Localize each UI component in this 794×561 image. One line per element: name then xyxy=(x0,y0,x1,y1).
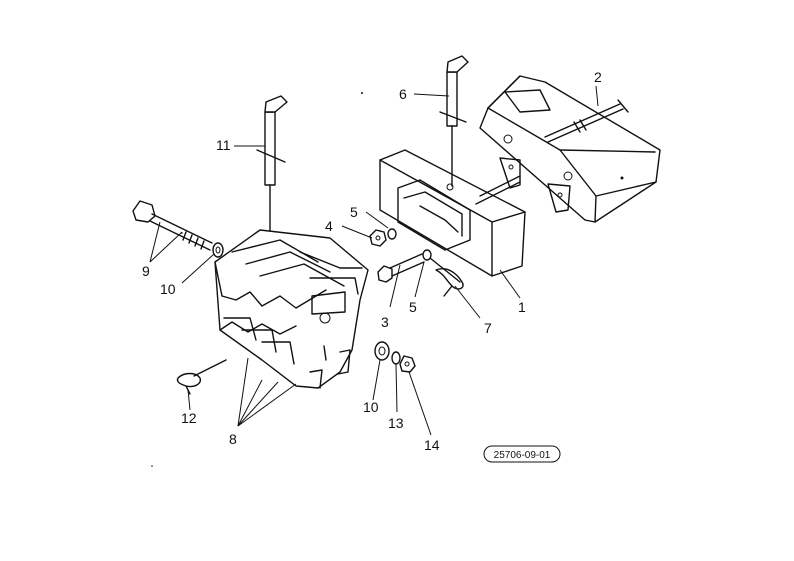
bolt-3 xyxy=(377,253,425,283)
callout-6: 6 xyxy=(399,86,407,102)
washer-13 xyxy=(391,351,401,365)
diagram-code-stamp: 25706-09-01 xyxy=(483,445,561,463)
callout-8: 8 xyxy=(229,431,237,447)
callout-11: 11 xyxy=(216,137,231,153)
nut-14 xyxy=(399,355,416,373)
washer-10-left xyxy=(212,242,224,258)
scan-specks xyxy=(151,92,363,467)
callout-12: 12 xyxy=(181,410,197,426)
washer-5-upper xyxy=(387,228,397,240)
bolt-9 xyxy=(132,200,213,251)
washer-5-lower xyxy=(422,249,432,261)
callout-10b: 10 xyxy=(363,399,379,415)
clip-7 xyxy=(429,257,464,297)
callout-7: 7 xyxy=(484,320,492,336)
callout-5b: 5 xyxy=(409,299,417,315)
weight-block xyxy=(379,149,526,277)
callouts: 1 2 3 4 5 5 6 7 8 9 10 10 11 12 13 14 xyxy=(142,69,602,453)
callout-14: 14 xyxy=(424,437,440,453)
callout-2: 2 xyxy=(594,69,602,85)
callout-3: 3 xyxy=(381,314,389,330)
callout-1: 1 xyxy=(518,299,526,315)
clip-12 xyxy=(176,359,227,395)
callout-10a: 10 xyxy=(160,281,176,297)
leader-lines xyxy=(149,85,599,436)
diagram-code: 25706-09-01 xyxy=(494,450,551,461)
callout-5a: 5 xyxy=(350,204,358,220)
callout-9: 9 xyxy=(142,263,150,279)
nut-4 xyxy=(369,229,387,247)
washer-10-right xyxy=(374,341,390,361)
long-bolt-2 xyxy=(544,99,629,143)
weight-stack xyxy=(214,229,369,389)
pin-6 xyxy=(439,55,469,187)
front-bracket xyxy=(479,75,661,223)
callout-13: 13 xyxy=(388,415,404,431)
callout-4: 4 xyxy=(325,218,333,234)
